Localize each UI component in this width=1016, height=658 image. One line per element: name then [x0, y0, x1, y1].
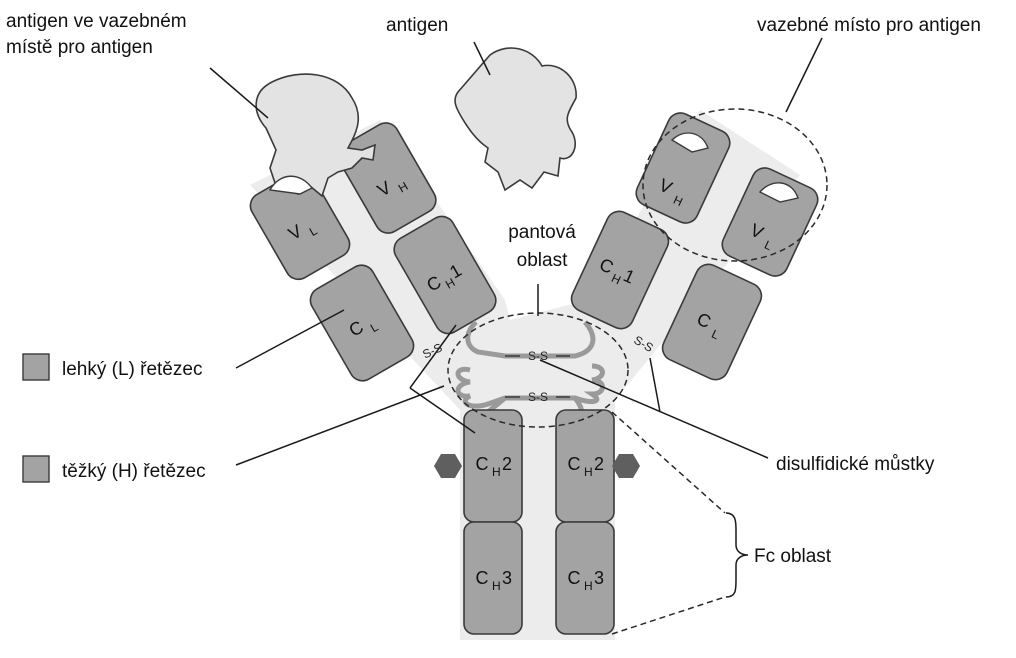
fc-dash-lower	[612, 597, 725, 634]
right-ch2-domain: C H 2	[556, 410, 614, 522]
leader-light-chain	[236, 310, 344, 368]
svg-text:C: C	[476, 454, 489, 474]
label-hinge-line1: pantová	[508, 222, 576, 243]
svg-text:H: H	[492, 465, 501, 479]
svg-text:3: 3	[502, 568, 512, 588]
label-hinge-line2: oblast	[517, 250, 568, 271]
label-antigen: antigen	[386, 15, 448, 36]
hinge-bond-upper: S-S	[528, 349, 548, 363]
left-ch2-domain: C H 2	[464, 410, 522, 522]
svg-text:C: C	[476, 568, 489, 588]
legend-heavy-chain-swatch	[23, 456, 49, 482]
label-fc-region: Fc oblast	[754, 546, 832, 567]
label-antigen-in-site-line1: antigen ve vazebném	[6, 11, 187, 32]
svg-text:H: H	[492, 579, 501, 593]
glycan-left-hexagon	[434, 454, 462, 478]
fc-brace	[726, 513, 748, 597]
right-ch3-domain: C H 3	[556, 522, 614, 634]
legend-heavy-chain: těžký (H) řetězec	[23, 456, 206, 482]
svg-text:H: H	[584, 579, 593, 593]
leader-heavy-chain	[236, 386, 444, 465]
leader-disulfide-arm	[650, 358, 660, 412]
svg-text:3: 3	[594, 568, 604, 588]
label-antigen-in-site-line2: místě pro antigen	[6, 37, 153, 58]
legend-heavy-chain-label: těžký (H) řetězec	[62, 461, 206, 482]
svg-text:C: C	[568, 454, 581, 474]
legend-light-chain: lehký (L) řetězec	[23, 354, 202, 380]
hinge-bond-lower: S-S	[528, 390, 548, 404]
svg-text:C: C	[568, 568, 581, 588]
legend-light-chain-label: lehký (L) řetězec	[62, 359, 202, 380]
legend-light-chain-swatch	[23, 354, 49, 380]
leader-binding-site	[786, 38, 822, 112]
svg-text:2: 2	[502, 454, 512, 474]
svg-text:2: 2	[594, 454, 604, 474]
glycan-right-hexagon	[612, 454, 640, 478]
label-binding-site: vazebné místo pro antigen	[757, 15, 981, 36]
antigen-free	[455, 48, 576, 190]
left-ch3-domain: C H 3	[464, 522, 522, 634]
svg-text:H: H	[584, 465, 593, 479]
label-disulfide: disulfidické můstky	[776, 454, 935, 475]
